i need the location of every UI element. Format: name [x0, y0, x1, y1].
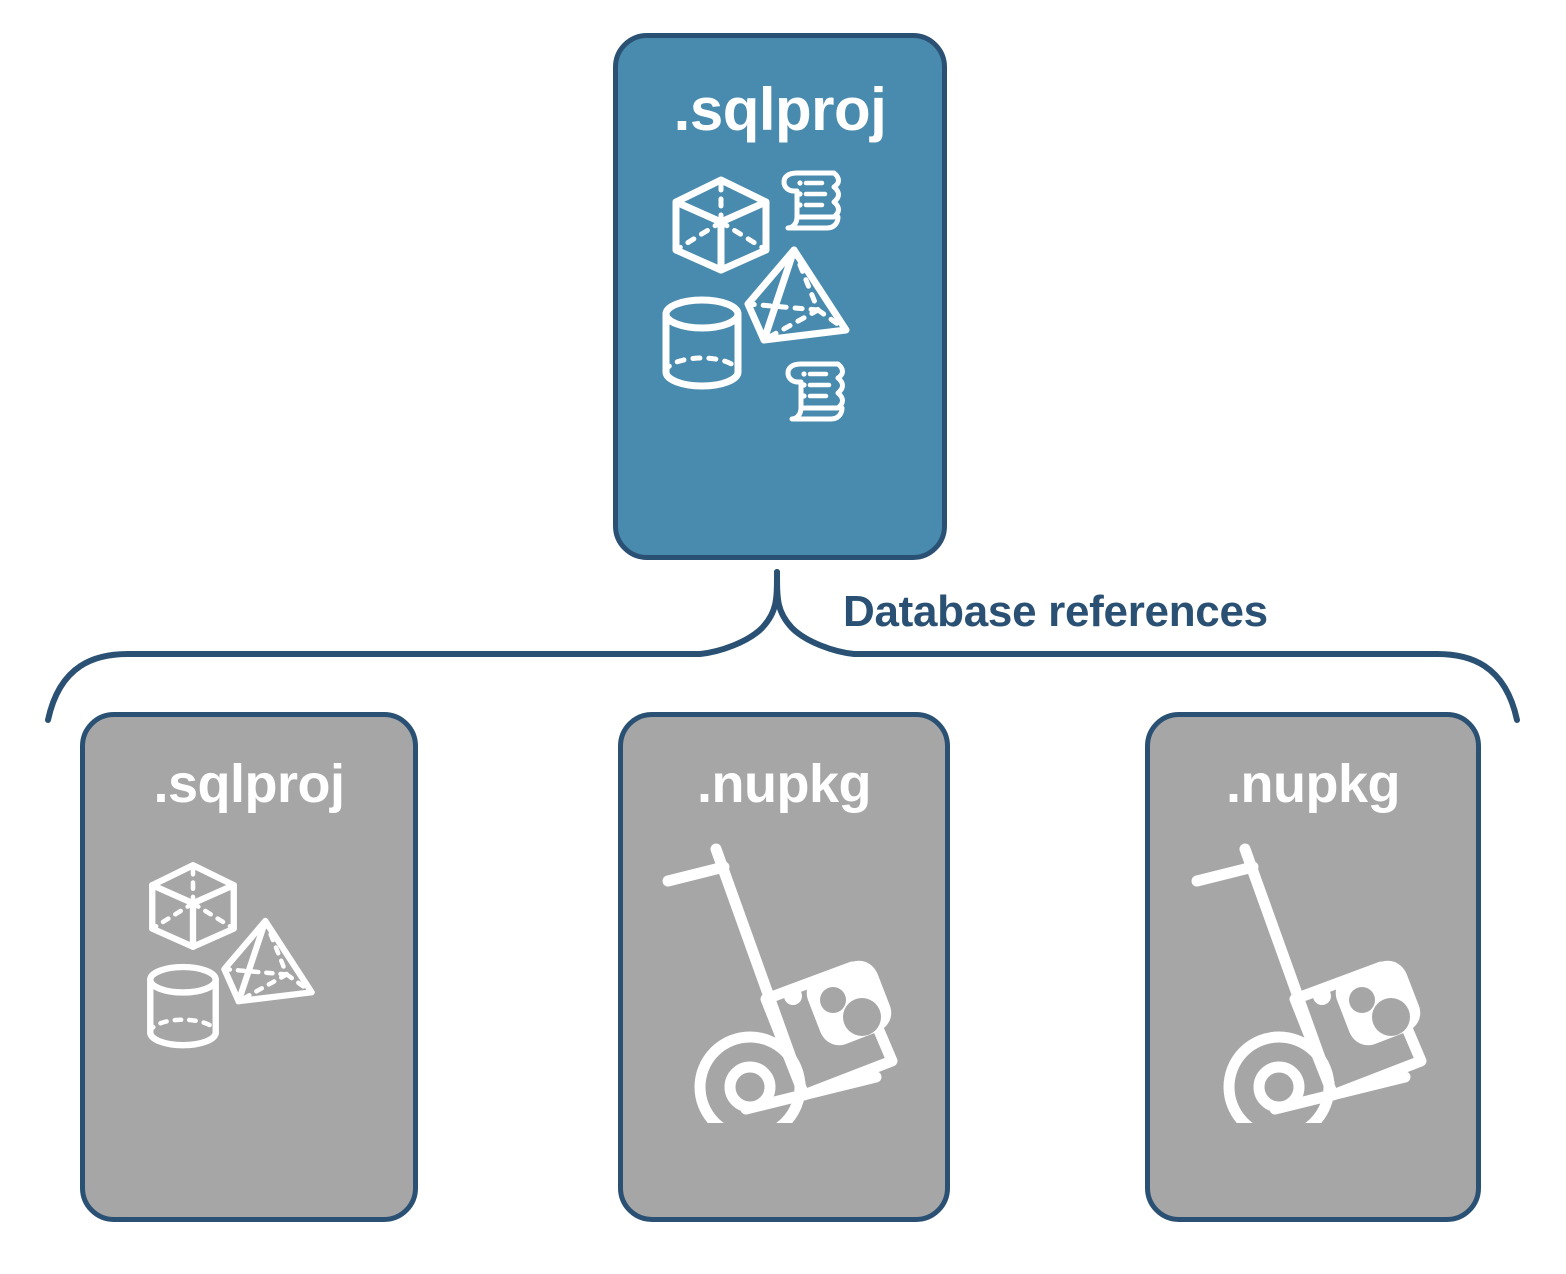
script-scroll-icon — [785, 361, 845, 422]
pyramid-wireframe-icon — [744, 246, 850, 344]
hand-truck-package-icon — [1191, 843, 1427, 1123]
cube-wireframe-icon — [672, 176, 770, 274]
card-reference-nupkg-1-icon-group — [654, 823, 914, 1123]
database-references-label: Database references — [843, 587, 1268, 636]
card-reference-nupkg-2-icon-group — [1183, 823, 1443, 1123]
card-root-icon-group — [650, 156, 910, 426]
hand-truck-package-icon — [662, 843, 898, 1123]
card-root-title: .sqlproj — [673, 76, 887, 143]
cylinder-wireframe-icon — [662, 296, 742, 390]
pyramid-wireframe-icon — [221, 917, 315, 1005]
card-reference-nupkg-1[interactable]: .nupkg — [618, 712, 950, 1222]
card-reference-nupkg-2[interactable]: .nupkg — [1145, 712, 1481, 1222]
card-root-sqlproj[interactable]: .sqlproj — [613, 33, 947, 560]
card-reference-nupkg-1-title: .nupkg — [697, 754, 871, 814]
card-reference-sqlproj[interactable]: .sqlproj — [80, 712, 418, 1222]
card-reference-nupkg-2-title: .nupkg — [1226, 754, 1400, 814]
card-reference-sqlproj-title: .sqlproj — [153, 754, 345, 814]
cube-wireframe-icon — [149, 862, 237, 950]
cylinder-wireframe-icon — [147, 963, 219, 1049]
card-reference-sqlproj-icon-group — [119, 823, 379, 1123]
script-scroll-icon — [781, 170, 841, 231]
